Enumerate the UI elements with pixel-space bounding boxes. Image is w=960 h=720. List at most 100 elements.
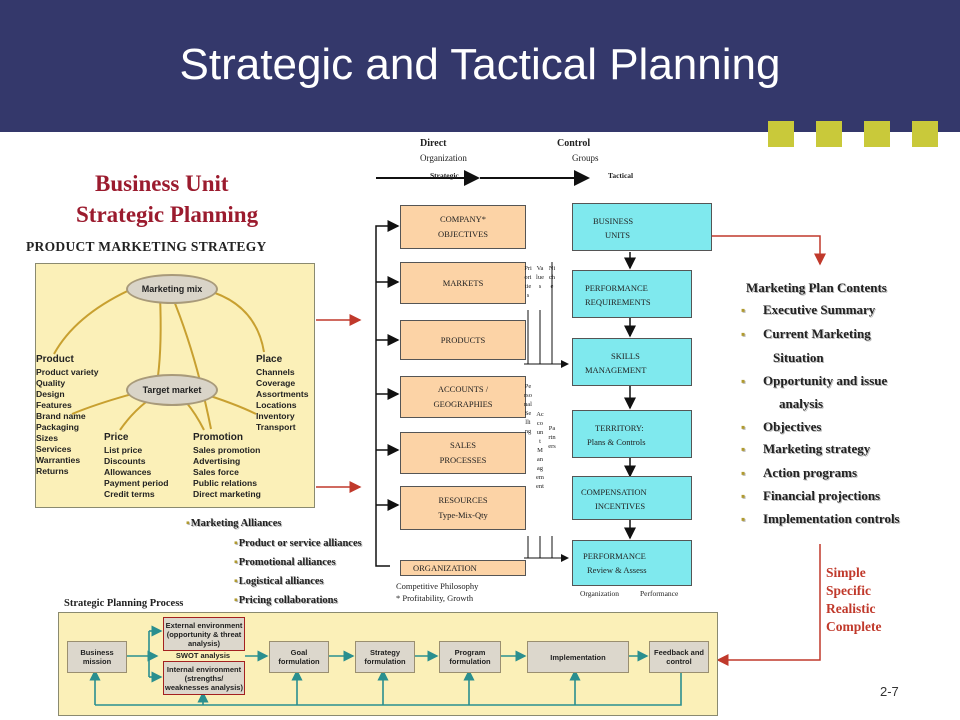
feedback-control-box: Feedback and control [649, 641, 709, 673]
box-label: PERFORMANCE [585, 283, 648, 293]
accounts-geographies-box: ACCOUNTS / GEOGRAPHIES [400, 376, 526, 418]
skills-management-box: SKILLS MANAGEMENT [572, 338, 692, 386]
compensation-incentives-box: COMPENSATION INCENTIVES [572, 476, 692, 520]
product-item: Brand name [36, 411, 86, 421]
box-label: SALES [450, 440, 476, 450]
business-mission-box: Business mission [67, 641, 127, 673]
place-item: Channels [256, 367, 295, 377]
product-item: Services [36, 444, 72, 454]
promotion-column: Promotion Sales promotion Advertising Sa… [193, 432, 261, 500]
box-label: BUSINESS [593, 216, 634, 226]
slide-number: 2-7 [880, 684, 899, 699]
account-management-vertical-text: Account Management [536, 411, 544, 490]
marketing-mix-connectors [53, 287, 265, 431]
program-formulation-box: Program formulation [439, 641, 501, 673]
plan-item-text: Objectives [763, 419, 822, 434]
box-label: MARKETS [442, 277, 484, 288]
box-label: Review & Assess [587, 565, 647, 575]
performance-footer-label: Performance [640, 589, 679, 598]
plan-item-text: Current Marketing [763, 326, 871, 341]
niche-vertical-text: Niche [548, 265, 556, 290]
plan-item: ▪Executive Summary [741, 302, 876, 317]
plan-item-text: Opportunity and issue [763, 373, 888, 388]
price-item: Payment period [104, 478, 169, 488]
product-item: Packaging [36, 422, 79, 432]
promotion-item: Advertising [193, 456, 241, 466]
territory-box: TERRITORY: Plans & Controls [572, 410, 692, 458]
box-label: MANAGEMENT [585, 365, 647, 375]
criteria-item: Specific [826, 583, 871, 598]
plan-item: ▪Opportunity and issue [741, 373, 888, 388]
personal-selling-vertical-text: Personal Selling [524, 383, 532, 435]
strategy-formulation-box: Strategy formulation [355, 641, 415, 673]
place-item: Coverage [256, 378, 296, 388]
marketing-plan-heading: Marketing Plan Contents [746, 280, 887, 295]
accent-square [912, 121, 938, 147]
accent-square [768, 121, 794, 147]
values-vertical-text: Values [536, 265, 544, 290]
product-item: Quality [36, 378, 66, 388]
slide-title: Strategic and Tactical Planning [179, 40, 781, 89]
accent-square [816, 121, 842, 147]
product-heading: Product [36, 354, 74, 365]
box-label: PRODUCTS [440, 334, 486, 345]
organization-footer-label: Organization [580, 589, 620, 598]
accent-square [864, 121, 890, 147]
plan-item-text: Implementation controls [763, 511, 900, 526]
strategic-label: Strategic [430, 171, 459, 180]
profitability-label: * Profitability, Growth [396, 593, 474, 603]
box-label: GEOGRAPHIES [433, 399, 493, 409]
price-item: Allowances [104, 467, 152, 477]
groups-label: Groups [572, 153, 599, 163]
promotion-item: Sales promotion [193, 445, 261, 455]
alliance-item: Logistical alliances [234, 576, 324, 587]
alliance-item: Promotional alliances [234, 557, 336, 568]
partners-vertical-text: Partners [548, 425, 556, 450]
strategic-planning-process-label: Strategic Planning Process [64, 598, 184, 609]
price-heading: Price [104, 432, 129, 443]
process-connectors [89, 625, 682, 706]
place-item: Locations [256, 400, 297, 410]
price-item: Credit terms [104, 489, 155, 499]
box-label: ORGANIZATION [413, 562, 477, 573]
box-label: INCENTIVES [595, 501, 646, 511]
performance-review-box: PERFORMANCE Review & Assess [572, 540, 692, 586]
plan-item-continued: analysis [779, 396, 824, 411]
promotion-item: Public relations [193, 478, 257, 488]
place-item: Transport [256, 422, 296, 432]
plan-item: ▪Implementation controls [741, 511, 900, 526]
competitive-philosophy-label: Competitive Philosophy [396, 581, 479, 591]
product-item: Warranties [36, 455, 81, 465]
place-item: Assortments [256, 389, 309, 399]
box-label: Type-Mix-Qty [438, 510, 488, 520]
alliance-item: Pricing collaborations [234, 595, 338, 606]
external-environment-box: External environment (opportunity & thre… [163, 617, 245, 651]
product-item: Sizes [36, 433, 58, 443]
plan-item-continued: Situation [773, 350, 824, 365]
price-item: List price [104, 445, 143, 455]
box-label: PERFORMANCE [583, 551, 646, 561]
goal-formulation-box: Goal formulation [269, 641, 329, 673]
promotion-item: Sales force [193, 467, 239, 477]
box-label: Plans & Controls [587, 437, 646, 447]
organization-label: Organization [420, 153, 467, 163]
plan-item-text: Action programs [763, 465, 858, 480]
box-label: UNITS [605, 230, 631, 240]
criteria-item: Realistic [826, 601, 876, 616]
control-label: Control [557, 138, 591, 149]
product-item: Product variety [36, 367, 99, 377]
promotion-heading: Promotion [193, 432, 243, 443]
box-label: REQUIREMENTS [585, 297, 651, 307]
box-label: PROCESSES [439, 455, 487, 465]
swot-analysis-label: SWOT analysis [175, 650, 231, 660]
promotion-item: Direct marketing [193, 489, 261, 499]
product-column: Product Product variety Quality Design F… [36, 354, 99, 477]
direct-label: Direct [420, 138, 447, 149]
box-label: COMPANY* [440, 214, 486, 224]
marketing-alliances-heading: Marketing Alliances [186, 518, 282, 529]
strategic-planning-title: Strategic Planning [76, 202, 259, 227]
markets-box: MARKETS [400, 262, 526, 304]
implementation-box: Implementation [527, 641, 629, 673]
marketing-mix-panel: Marketing mix Target market Product Prod… [35, 263, 315, 508]
tactical-label: Tactical [608, 171, 634, 180]
